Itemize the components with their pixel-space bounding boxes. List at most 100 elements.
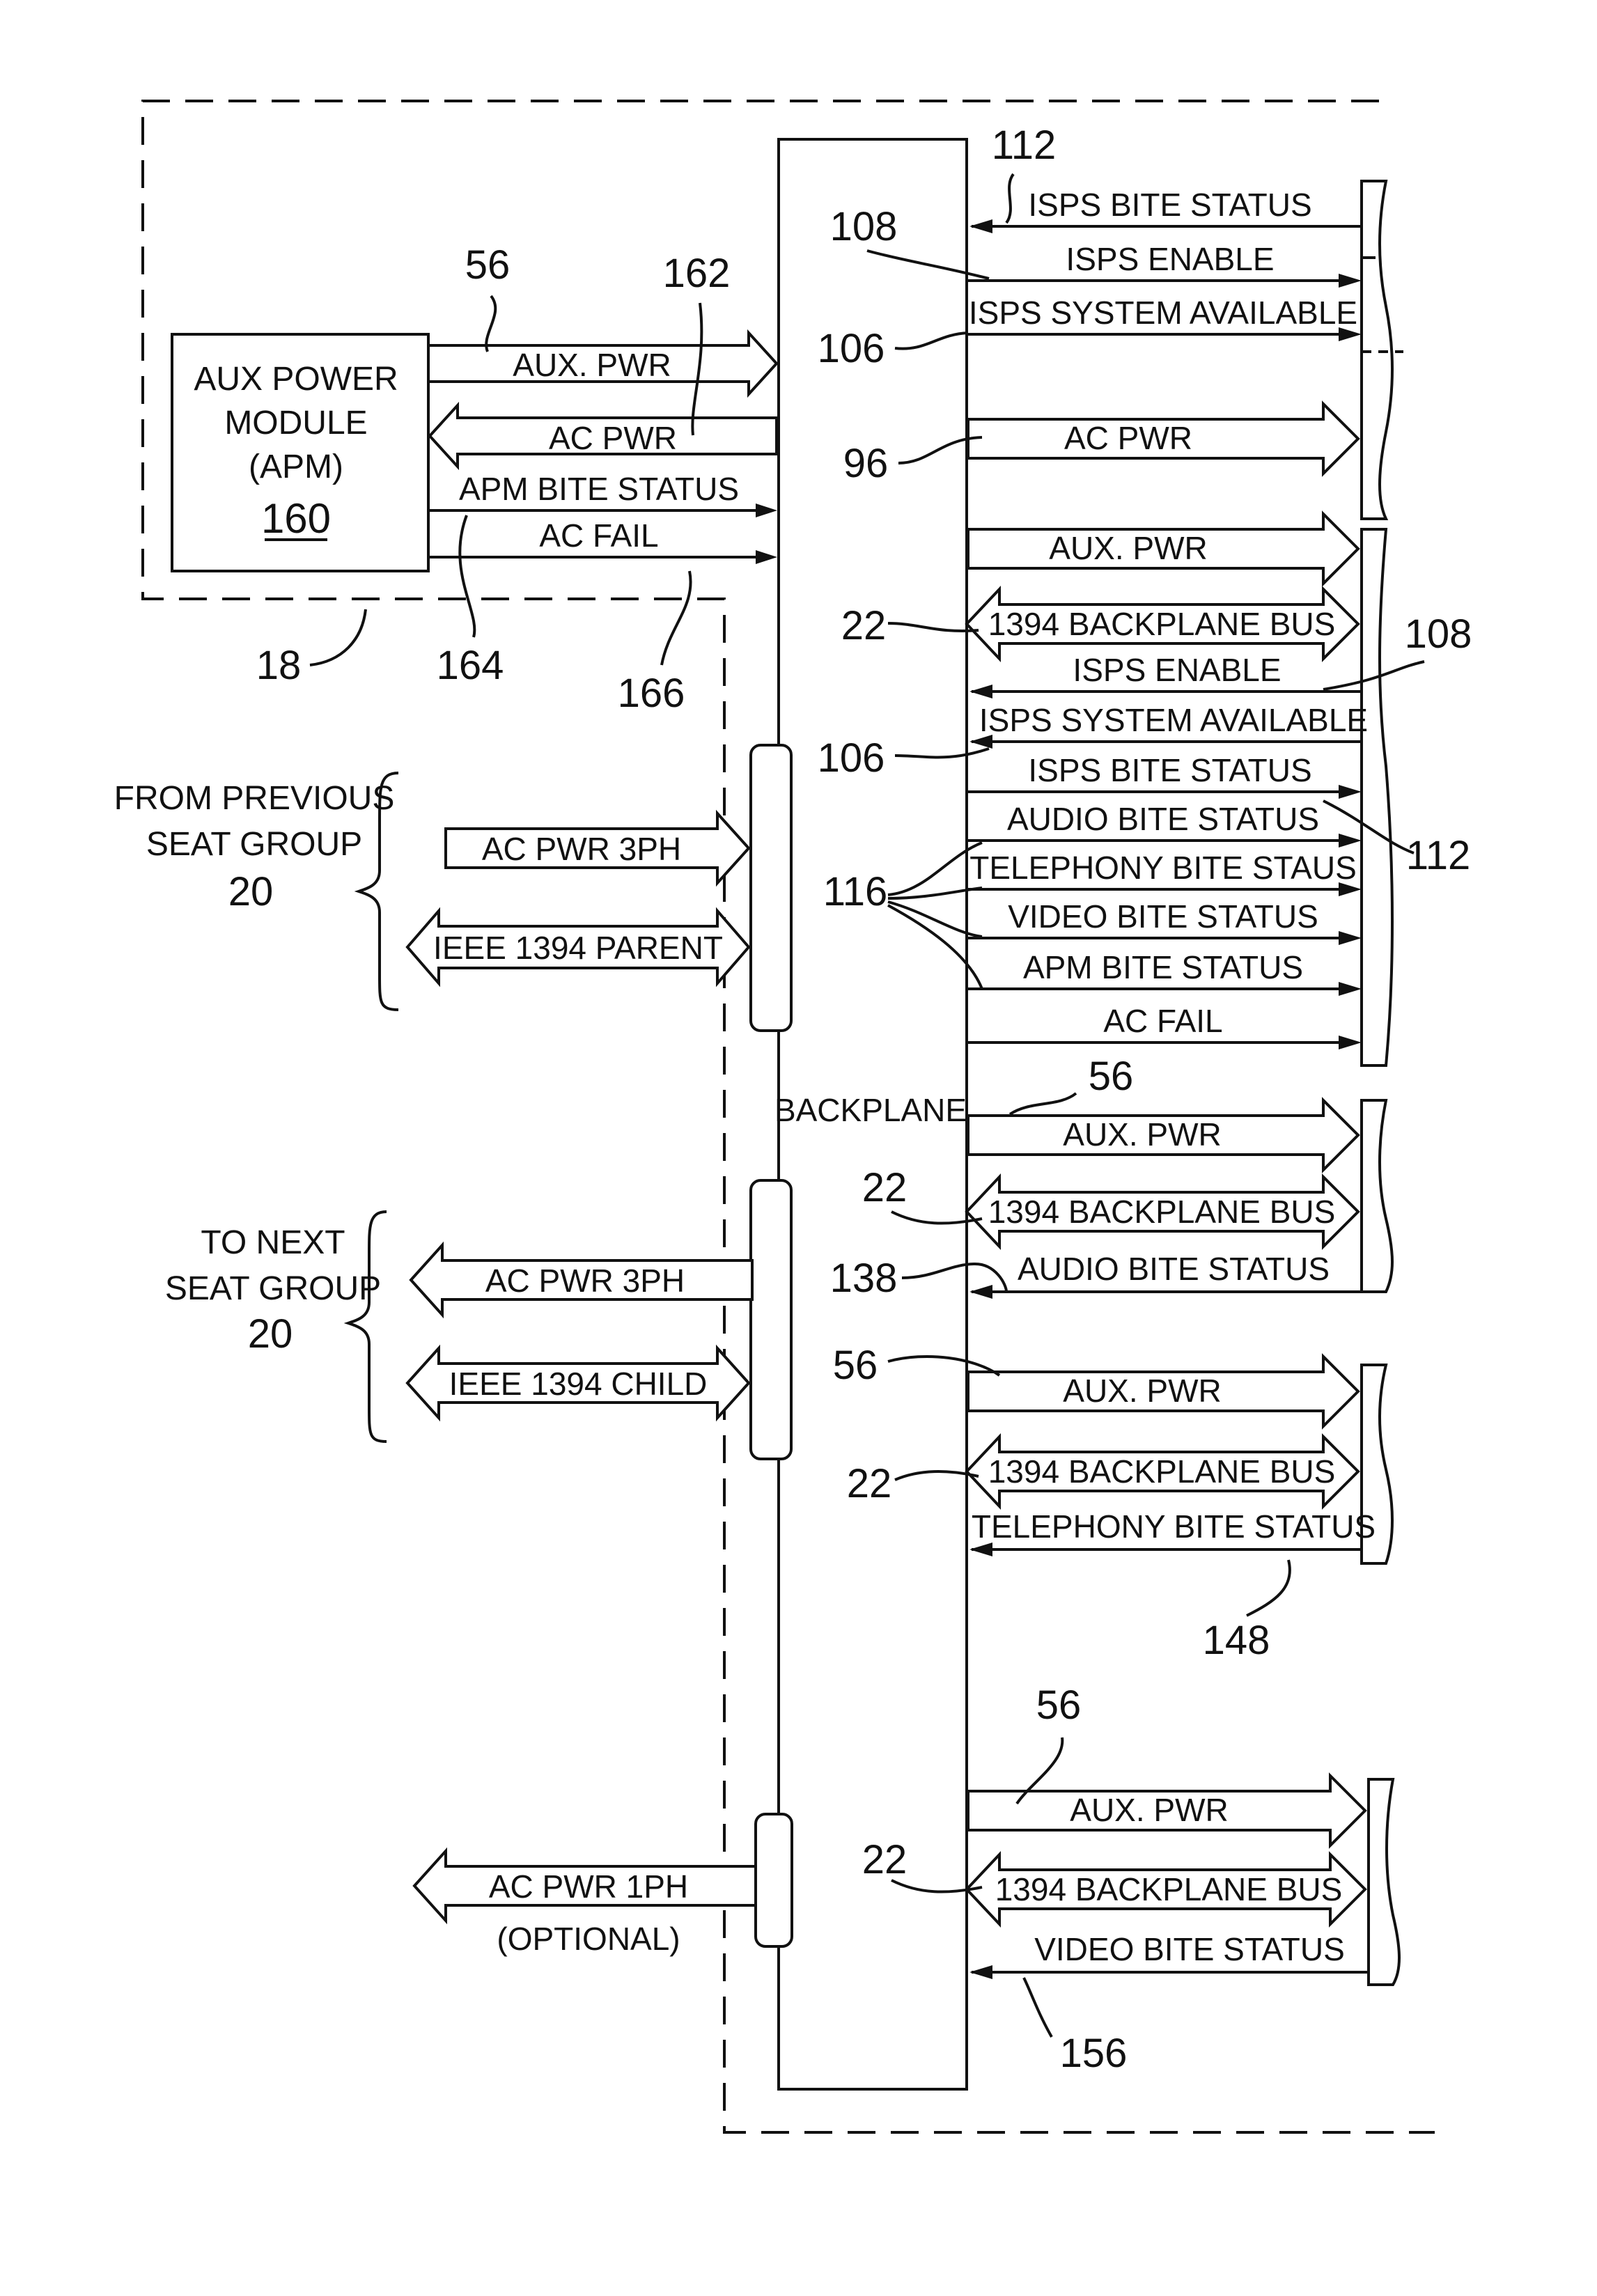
to-title-line1: TO NEXT <box>201 1224 345 1261</box>
ref-166: 166 <box>618 671 685 716</box>
block2-acfail-label: AC FAIL <box>1103 1003 1222 1039</box>
isps-top-block: ISPS BITE STATUS ISPS ENABLE ISPS SYSTEM… <box>967 181 1403 519</box>
to-ieee-child-label: IEEE 1394 CHILD <box>449 1366 708 1402</box>
isps-top-enable-label: ISPS ENABLE <box>1066 241 1274 277</box>
block2-apm-arrowhead <box>1339 982 1362 996</box>
ref-156: 156 <box>1060 2031 1128 2076</box>
block3-bite-label: AUDIO BITE STATUS <box>1018 1251 1330 1287</box>
block2-acfail-arrowhead <box>1339 1036 1362 1049</box>
ref-56-apm: 56 <box>465 242 511 288</box>
ref-108-block2: 108 <box>1405 611 1472 657</box>
from-ac-pwr-label: AC PWR 3PH <box>482 831 681 867</box>
apm-ref: 160 <box>261 495 331 542</box>
ref-162: 162 <box>663 251 731 296</box>
ref-116: 116 <box>823 869 887 914</box>
aux-power-module: AUX POWER MODULE (APM) 160 <box>172 334 428 571</box>
block5-aux-label: AUX. PWR <box>1070 1792 1228 1828</box>
ref-112-block2: 112 <box>1406 833 1470 878</box>
ref-22-block5: 22 <box>862 1837 907 1882</box>
isps-enable-arrowhead <box>1339 274 1362 288</box>
apm-acfail-label: AC FAIL <box>539 517 658 554</box>
ref-22-block4: 22 <box>847 1461 892 1506</box>
from-title-line2: SEAT GROUP <box>146 826 362 863</box>
ref-22-block2: 22 <box>841 603 887 648</box>
block2-audio-label: AUDIO BITE STATUS <box>1007 801 1319 837</box>
apm-ac-pwr-label: AC PWR <box>549 420 677 456</box>
from-ref: 20 <box>228 869 274 914</box>
isps-top-ac-label: AC PWR <box>1064 420 1192 456</box>
single-phase-label: AC PWR 1PH <box>489 1868 688 1905</box>
block2-bite-label: ISPS BITE STATUS <box>1028 752 1311 788</box>
to-ref: 20 <box>248 1311 293 1357</box>
block3-bus-label: 1394 BACKPLANE BUS <box>988 1194 1336 1230</box>
block2-bite-arrowhead <box>1339 785 1362 799</box>
apm-bite-arrowhead <box>756 503 777 517</box>
block2-audio-arrowhead <box>1339 834 1362 848</box>
telephony-block: AUX. PWR 1394 BACKPLANE BUS TELEPHONY BI… <box>967 1357 1392 1563</box>
connector-to-next <box>751 1180 791 1459</box>
to-ac-pwr-label: AC PWR 3PH <box>485 1263 685 1299</box>
ref-106-top: 106 <box>818 326 885 371</box>
block4-aux-label: AUX. PWR <box>1063 1373 1221 1409</box>
apm-title-line2: MODULE <box>224 405 367 442</box>
audio-block: AUX. PWR 1394 BACKPLANE BUS AUDIO BITE S… <box>967 1100 1392 1299</box>
from-title-line1: FROM PREVIOUS <box>114 780 395 817</box>
block4-bite-arrowhead <box>969 1543 992 1556</box>
isps-top-available-label: ISPS SYSTEM AVAILABLE <box>969 295 1357 331</box>
apm-aux-pwr-label: AUX. PWR <box>513 347 671 383</box>
status-block: AUX. PWR 1394 BACKPLANE BUS ISPS ENABLE … <box>967 514 1392 1065</box>
ref-108-top: 108 <box>830 204 898 249</box>
block2-bus-label: 1394 BACKPLANE BUS <box>988 606 1336 642</box>
apm-title-line3: (APM) <box>249 448 343 485</box>
ref-138: 138 <box>830 1256 898 1301</box>
block2-available-label: ISPS SYSTEM AVAILABLE <box>979 702 1368 738</box>
apm-signals: AUX. PWR AC PWR APM BITE STATUS AC FAIL <box>428 333 777 564</box>
audio-device <box>1362 1100 1392 1292</box>
video-device <box>1369 1779 1399 1985</box>
connectors <box>751 745 792 1946</box>
ref-164: 164 <box>437 643 504 688</box>
status-device <box>1362 529 1392 1065</box>
connector-from-previous <box>751 745 791 1031</box>
video-block: AUX. PWR 1394 BACKPLANE BUS VIDEO BITE S… <box>967 1776 1399 1985</box>
block5-bite-arrowhead <box>969 1965 992 1979</box>
single-phase-note: (OPTIONAL) <box>497 1921 680 1957</box>
block2-video-label: VIDEO BITE STATUS <box>1008 898 1318 935</box>
ref-56-block4: 56 <box>833 1343 878 1388</box>
from-ieee-parent-label: IEEE 1394 PARENT <box>433 930 723 966</box>
ref-148: 148 <box>1203 1618 1270 1663</box>
block2-video-arrowhead <box>1339 931 1362 945</box>
backplane-label: BACKPLANE <box>774 1092 967 1128</box>
connector-single-phase <box>756 1814 792 1946</box>
isps-top-device <box>1362 181 1392 519</box>
apm-bite-label: APM BITE STATUS <box>459 471 739 507</box>
to-title-line2: SEAT GROUP <box>165 1270 381 1307</box>
block2-tel-label: TELEPHONY BITE STAUS <box>969 850 1357 886</box>
isps-bite-arrowhead <box>969 219 992 233</box>
ref-96: 96 <box>843 441 889 486</box>
apm-acfail-arrowhead <box>756 550 777 564</box>
block2-enable-label: ISPS ENABLE <box>1073 652 1281 688</box>
block2-apm-label: APM BITE STATUS <box>1023 949 1303 985</box>
ref-22-block3: 22 <box>862 1165 907 1210</box>
ref-56-block5: 56 <box>1036 1682 1082 1728</box>
block2-aux-label: AUX. PWR <box>1049 530 1207 566</box>
backplane: BACKPLANE <box>774 139 967 2089</box>
block3-bite-arrowhead <box>969 1285 992 1299</box>
ref-56-block3: 56 <box>1089 1054 1134 1099</box>
block4-bite-label: TELEPHONY BITE STATUS <box>972 1508 1376 1545</box>
apm-title-line1: AUX POWER <box>194 361 398 398</box>
ref-112-top: 112 <box>992 123 1056 168</box>
to-next-seat-group: TO NEXT SEAT GROUP 20 AC PWR 3PH IEEE 13… <box>165 1212 752 1442</box>
ref-106-block2: 106 <box>818 735 885 781</box>
block5-bus-label: 1394 BACKPLANE BUS <box>995 1871 1343 1907</box>
block4-bus-label: 1394 BACKPLANE BUS <box>988 1453 1336 1490</box>
from-previous-seat-group: FROM PREVIOUS SEAT GROUP 20 AC PWR 3PH I… <box>114 773 749 1010</box>
single-phase-output: AC PWR 1PH (OPTIONAL) <box>414 1851 756 1957</box>
block2-enable-arrowhead <box>969 685 992 698</box>
block5-bite-label: VIDEO BITE STATUS <box>1034 1931 1345 1967</box>
block3-aux-label: AUX. PWR <box>1063 1116 1221 1153</box>
isps-top-bite-label: ISPS BITE STATUS <box>1028 187 1311 223</box>
ref-18: 18 <box>256 643 302 688</box>
